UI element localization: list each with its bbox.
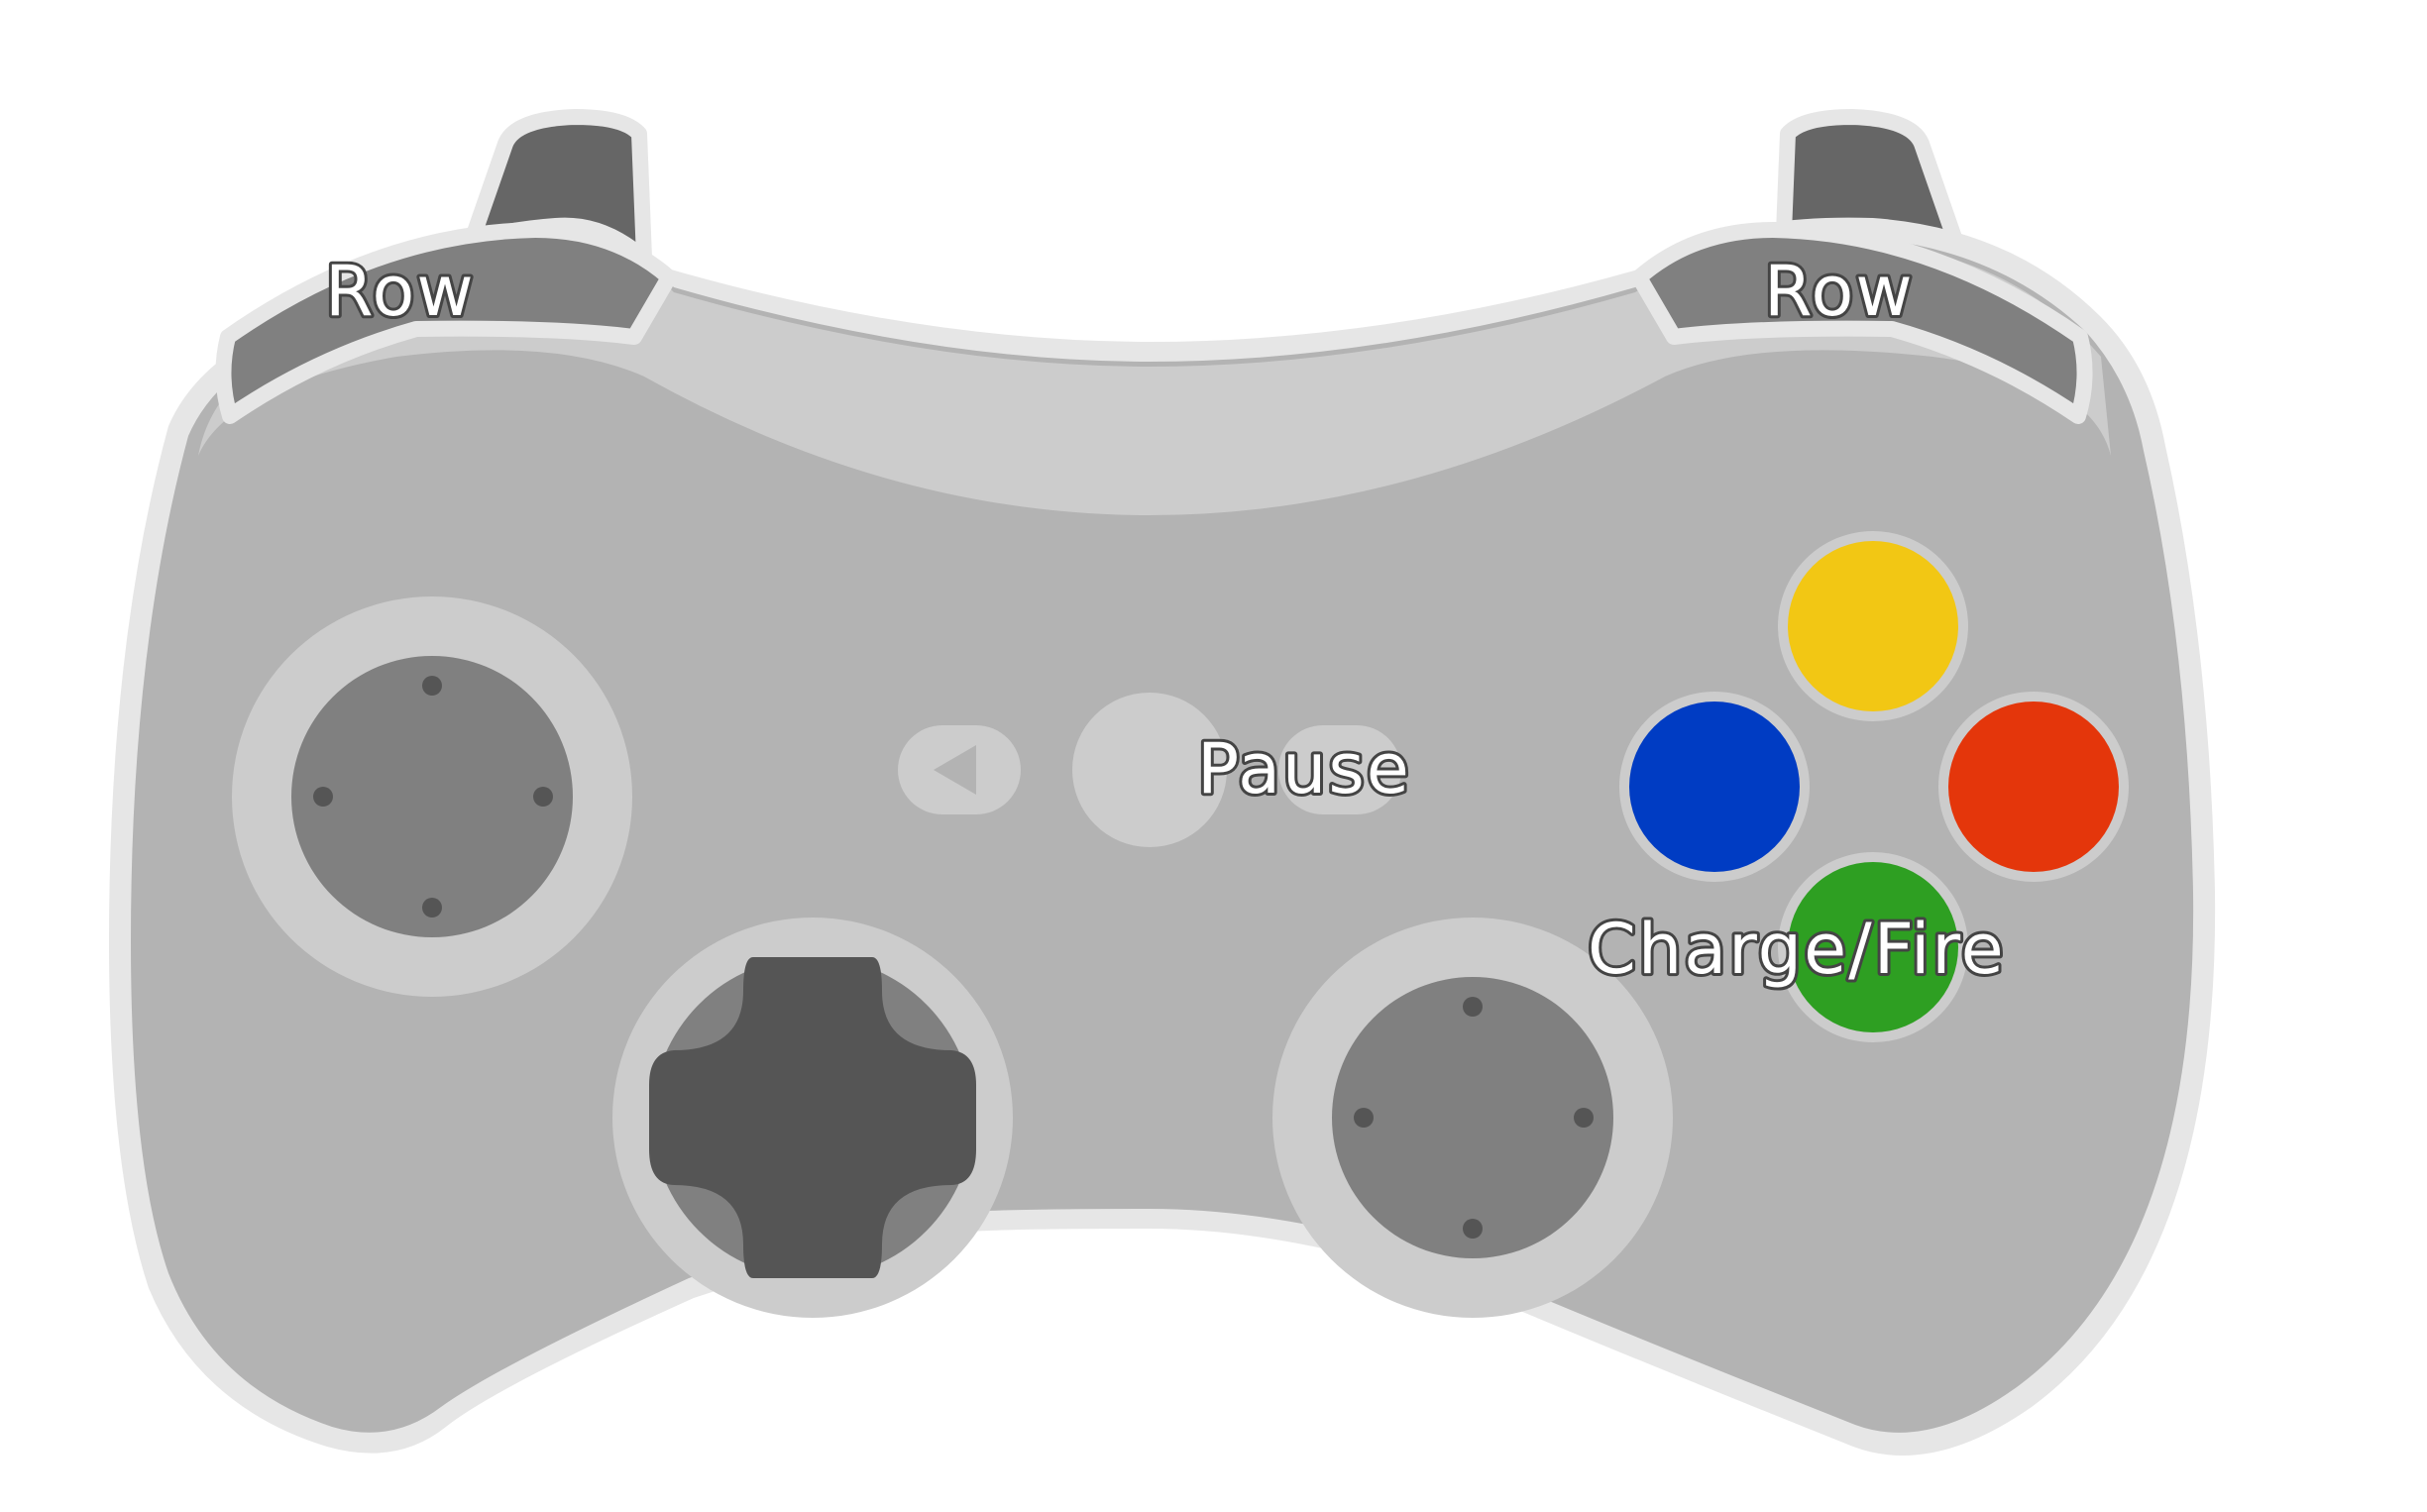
left-trigger[interactable]	[458, 109, 652, 266]
right-stick-dot-bottom	[1463, 1219, 1483, 1239]
left-stick-dot-bottom	[422, 898, 442, 918]
left-stick[interactable]	[291, 656, 573, 937]
a-button-label: Charge/Fire	[1588, 909, 2006, 990]
start-label: Pause	[1197, 728, 1411, 810]
right-stick-dot-top	[1463, 997, 1483, 1017]
right-bumper-label: Row	[1764, 251, 1915, 332]
dpad[interactable]	[649, 957, 976, 1278]
right-stick-dot-right	[1574, 1108, 1594, 1128]
b-button[interactable]	[1948, 702, 2119, 872]
left-stick-dot-left	[313, 787, 333, 807]
right-stick[interactable]	[1332, 977, 1613, 1258]
right-bumper[interactable]	[1631, 222, 2093, 424]
a-button[interactable]	[1788, 862, 1958, 1032]
left-stick-dot-right	[533, 787, 553, 807]
left-bumper[interactable]	[215, 222, 677, 424]
x-button[interactable]	[1629, 702, 1800, 872]
guide-button[interactable]	[1072, 693, 1227, 847]
back-arrow-icon	[934, 745, 976, 795]
left-bumper-label: Row	[325, 251, 476, 332]
left-stick-dot-top	[422, 676, 442, 696]
right-stick-dot-left	[1354, 1108, 1374, 1128]
y-button[interactable]	[1788, 541, 1958, 711]
top-plate	[198, 242, 2111, 516]
start-button[interactable]	[1278, 725, 1401, 814]
